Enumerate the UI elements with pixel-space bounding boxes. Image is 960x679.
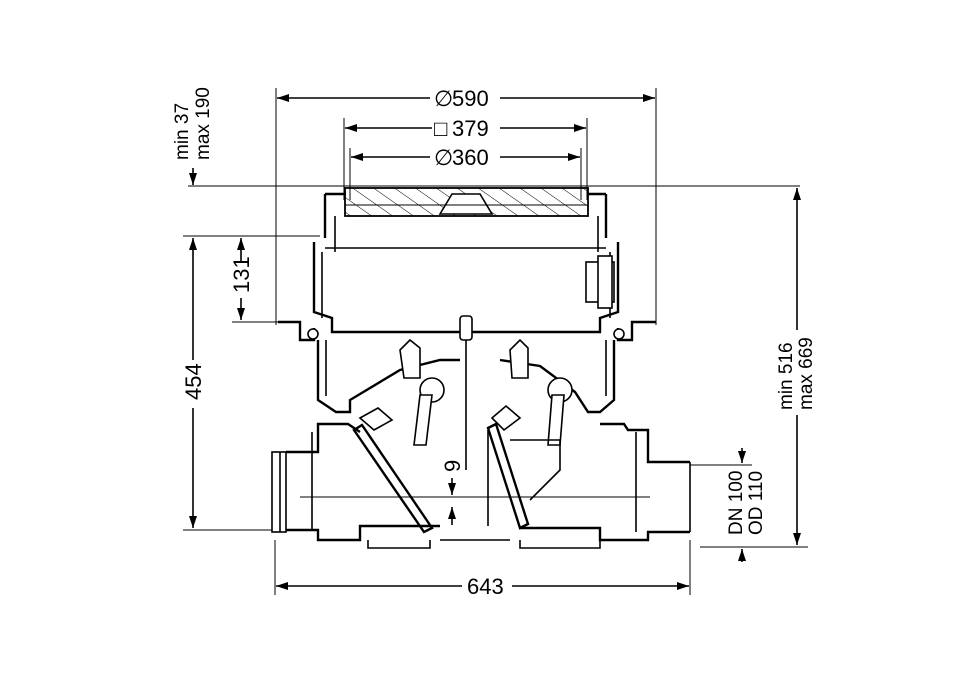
- dimension-360: ∅ 360: [349, 145, 582, 200]
- dimension-cover-adjust: min 37 max 190: [172, 87, 800, 187]
- dimension-total-height: min 516 max 669: [700, 188, 817, 548]
- flange: [278, 320, 656, 342]
- pipe-od: OD 110: [746, 471, 767, 535]
- total-height-max: max 669: [796, 337, 817, 410]
- dimension-590: ∅ 590: [275, 86, 657, 325]
- dimension-9: 9: [300, 460, 650, 525]
- dimension-pipe: DN 100 OD 110: [690, 448, 767, 562]
- dim-label-131: 131: [229, 256, 254, 293]
- flap-mechanism: [352, 338, 573, 534]
- grate-cover: [344, 187, 589, 217]
- dim-label-360: 360: [452, 145, 489, 170]
- dimension-454: 454: [181, 235, 320, 531]
- cover-adjust-max: max 190: [193, 87, 214, 160]
- lower-body: [316, 340, 616, 414]
- diameter-symbol: ∅: [434, 86, 453, 111]
- pipe-dn: DN 100: [726, 471, 747, 535]
- top-frame: [323, 192, 608, 252]
- dim-label-454: 454: [181, 363, 206, 400]
- base-feet: [367, 539, 601, 549]
- total-height-min: min 516: [776, 342, 797, 410]
- dimension-379: □ 379: [343, 116, 588, 200]
- dim-label-643: 643: [467, 574, 504, 599]
- pipe-body: [271, 422, 691, 542]
- diameter-symbol: ∅: [434, 145, 453, 170]
- dim-label-590: 590: [452, 86, 489, 111]
- dim-label-379: 379: [452, 116, 489, 141]
- dim-label-9: 9: [440, 460, 465, 472]
- square-symbol: □: [434, 116, 447, 141]
- dimension-643: 643: [274, 540, 691, 599]
- dimension-131: 131: [229, 238, 290, 323]
- cover-adjust-min: min 37: [172, 103, 193, 160]
- key-tool: [459, 315, 473, 470]
